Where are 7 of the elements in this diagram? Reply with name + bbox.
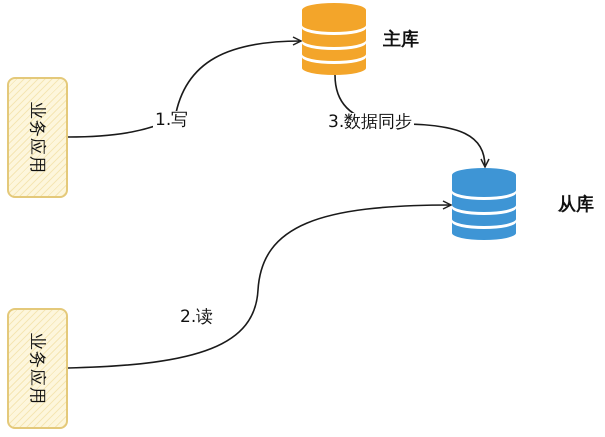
app-box: 业务应用 (7, 77, 68, 198)
database-label: 从库 (558, 195, 594, 215)
app-box: 业务应用 (7, 308, 68, 429)
arrow (68, 200, 452, 369)
edge-label: 3.数据同步 (326, 113, 414, 133)
arrow (68, 36, 302, 138)
database-label: 主库 (383, 30, 419, 50)
